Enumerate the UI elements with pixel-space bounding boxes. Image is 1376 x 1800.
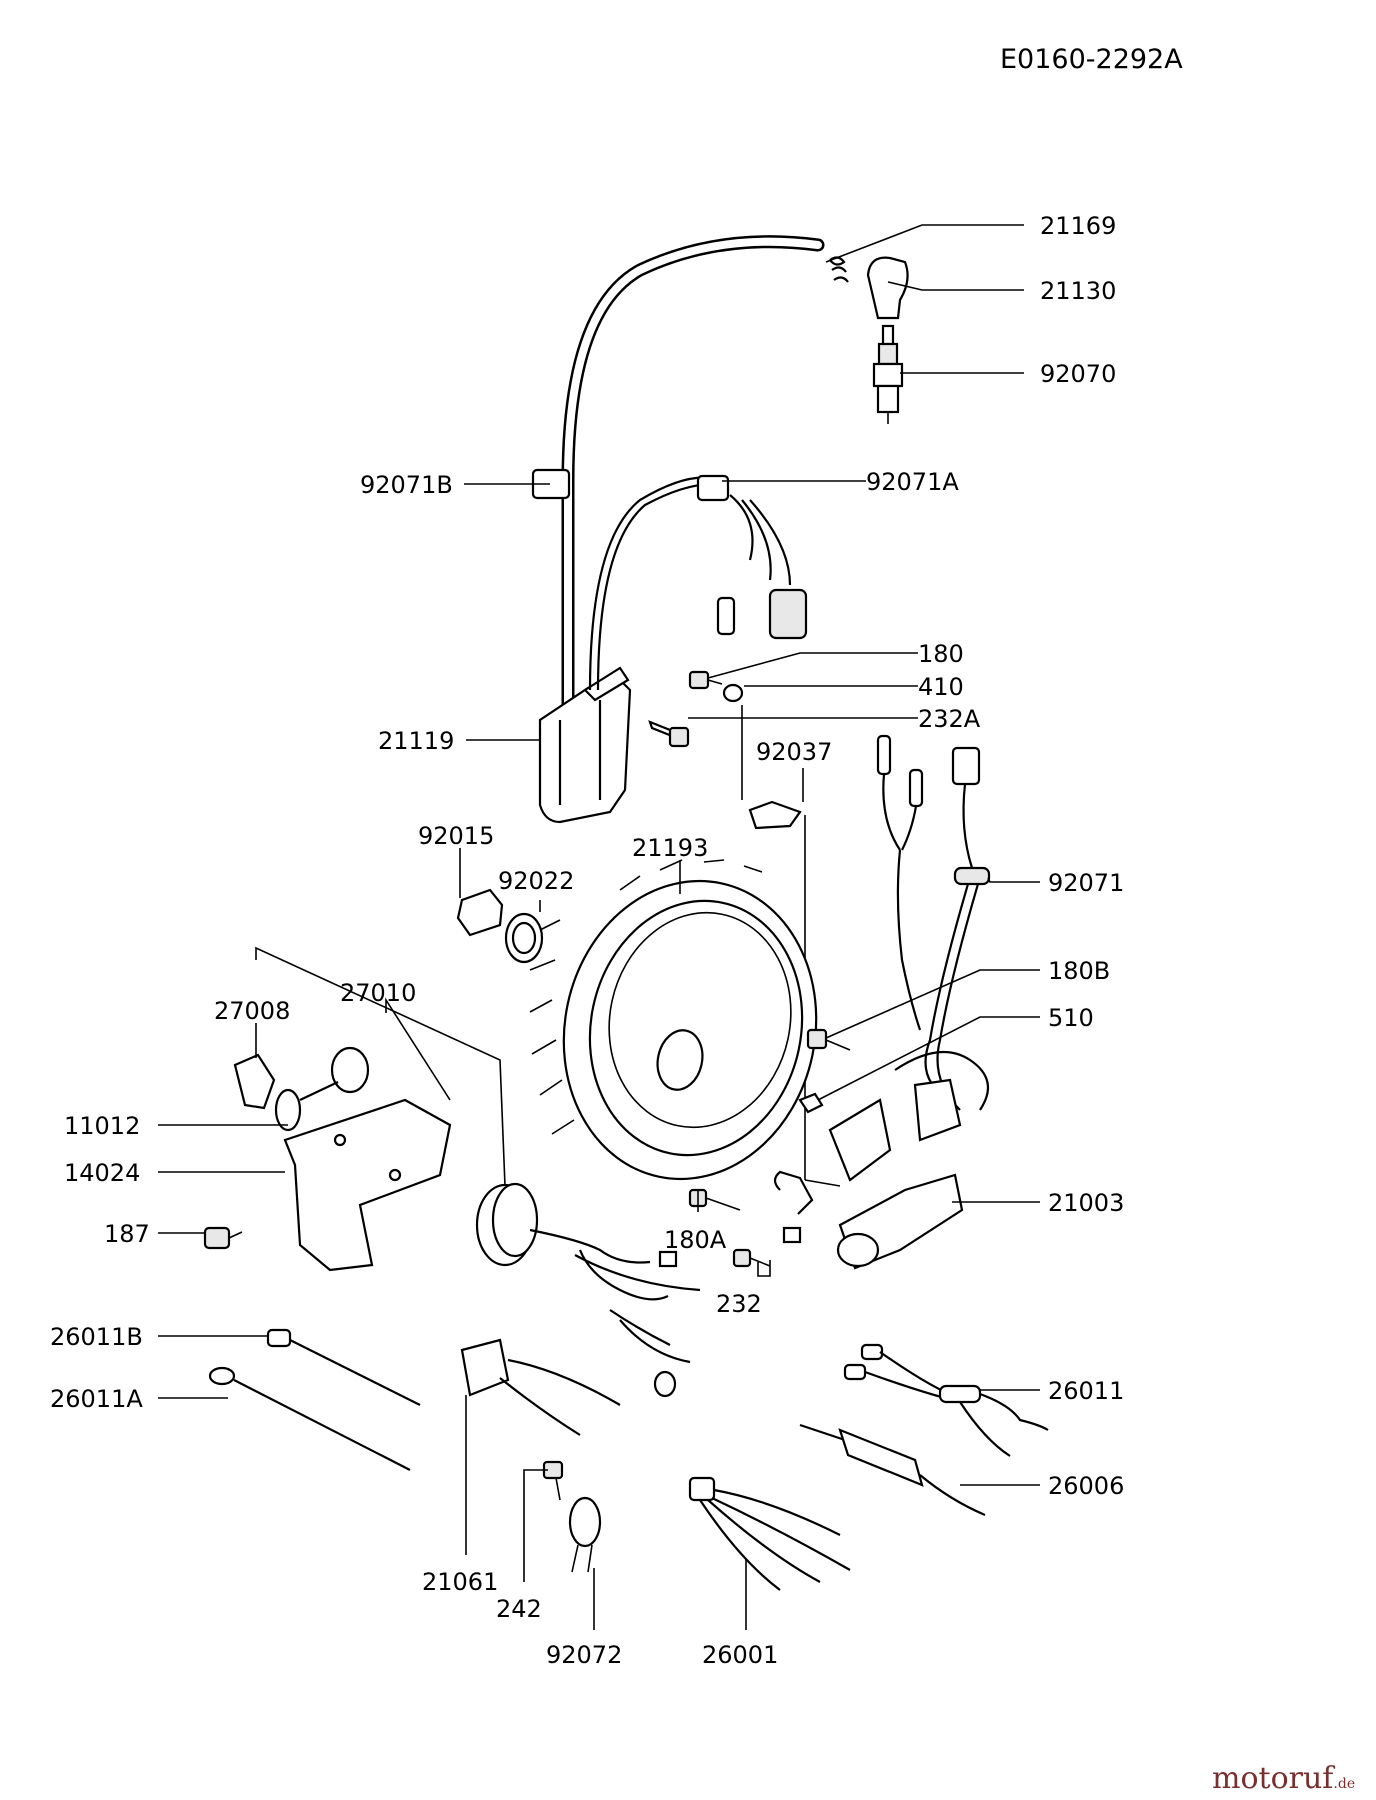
collar-92015: [456, 888, 504, 937]
charge-coil: [828, 1050, 990, 1182]
ignition-coil-21119: [538, 666, 632, 824]
wire-26001: [688, 1476, 851, 1591]
label-26001: 26001: [702, 1641, 778, 1669]
bolt-180: [688, 670, 723, 690]
charge-coil-21003: [773, 1170, 964, 1270]
label-21130: 21130: [1040, 277, 1116, 305]
label-232: 232: [716, 1290, 762, 1318]
watermark-main: motoruf: [1212, 1761, 1335, 1796]
label-242: 242: [496, 1595, 542, 1623]
regulator-27010: [475, 1182, 701, 1398]
label-92015: 92015: [418, 822, 494, 850]
label-14024: 14024: [64, 1159, 140, 1187]
label-180A: 180A: [664, 1226, 727, 1254]
watermark-suffix: .de: [1333, 1776, 1355, 1792]
ignition-lead: [531, 235, 825, 747]
label-27008: 27008: [214, 997, 290, 1025]
label-11012: 11012: [64, 1112, 140, 1140]
washer-410: [722, 683, 744, 703]
wire-26011A: [208, 1366, 411, 1471]
label-92072: 92072: [546, 1641, 622, 1669]
label-21193: 21193: [632, 834, 708, 862]
label-92071: 92071: [1048, 869, 1124, 897]
diagram-code: E0160-2292A: [1000, 44, 1183, 75]
wire-26006: [799, 1423, 986, 1517]
connector-21061: [460, 1338, 621, 1436]
plug-cap-21130: [866, 256, 909, 320]
bolt-232A: [648, 720, 690, 748]
wire-harness-92071: [876, 734, 991, 1111]
label-26011B: 26011B: [50, 1323, 143, 1351]
label-92070: 92070: [1040, 360, 1116, 388]
bolt-232: [732, 1248, 771, 1268]
label-92022: 92022: [498, 867, 574, 895]
bolt-180B: [806, 1028, 851, 1051]
clamp-92072: [568, 1496, 602, 1573]
label-26006: 26006: [1048, 1472, 1124, 1500]
label-180: 180: [918, 640, 964, 668]
bracket-14024: [283, 1098, 452, 1272]
label-510: 510: [1048, 1004, 1094, 1032]
spark-plug-92070: [872, 324, 904, 424]
label-21003: 21003: [1048, 1189, 1124, 1217]
label-92071A: 92071A: [866, 468, 959, 496]
switch-27008: [233, 1053, 276, 1110]
label-21169: 21169: [1040, 212, 1116, 240]
key-510: [798, 1092, 824, 1114]
label-410: 410: [918, 673, 964, 701]
label-26011A: 26011A: [50, 1385, 143, 1413]
label-26011: 26011: [1048, 1377, 1124, 1405]
washer-92022: [504, 912, 544, 964]
wire-26011B: [266, 1328, 421, 1406]
label-187: 187: [104, 1220, 150, 1248]
coil-wire-harness-92071A: [588, 474, 808, 691]
bolt-187: [203, 1226, 243, 1250]
watermark: motoruf.de: [1212, 1761, 1355, 1796]
label-232A: 232A: [918, 705, 981, 733]
label-92071B: 92071B: [360, 471, 453, 499]
label-27010: 27010: [340, 979, 416, 1007]
label-21061: 21061: [422, 1568, 498, 1596]
o-ring-11012: [274, 1046, 370, 1132]
label-180B: 180B: [1048, 957, 1110, 985]
label-92037: 92037: [756, 738, 832, 766]
wire-26011: [843, 1343, 1049, 1457]
screw-242: [542, 1460, 564, 1501]
flywheel-21193: [529, 859, 818, 1181]
leader-lines: [158, 224, 1040, 1630]
spring-21169: [829, 256, 849, 283]
label-21119: 21119: [378, 727, 454, 755]
